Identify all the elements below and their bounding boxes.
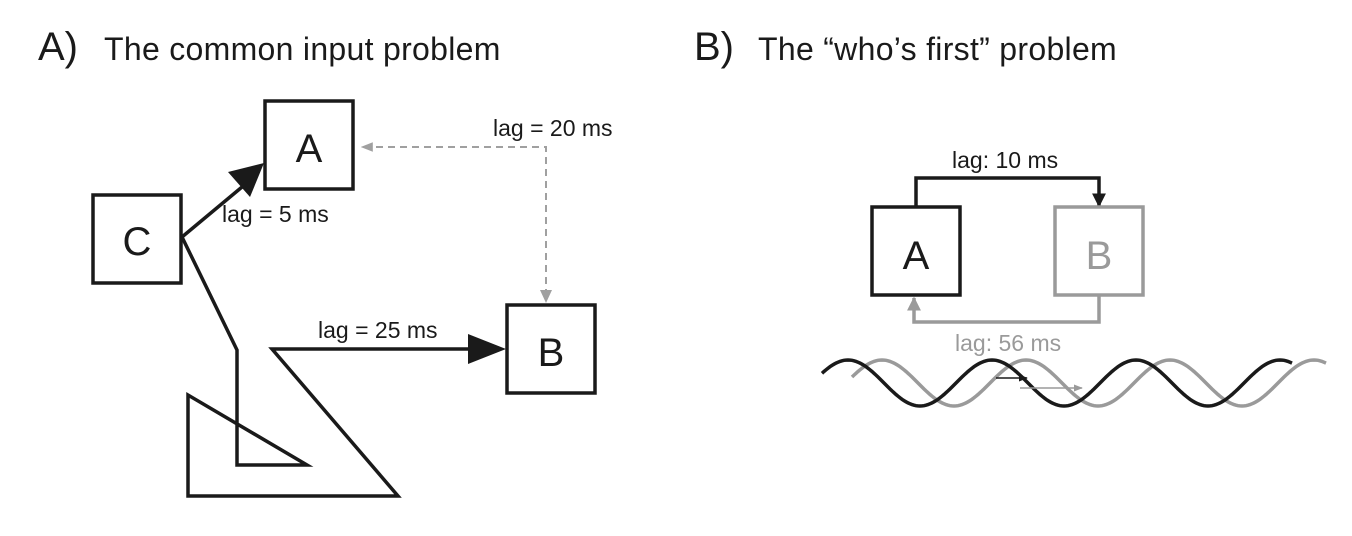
- panel-a: A) The common input problem A C B lag = …: [38, 25, 613, 498]
- node-b-panel-b-label: B: [1086, 234, 1113, 278]
- lag-label-c-to-b: lag = 25 ms: [318, 317, 438, 343]
- edge-a-to-b: [914, 176, 1106, 208]
- edge-b-to-a-dashed-arrowhead-bottom: [540, 290, 552, 303]
- panel-b-letter: B): [694, 25, 734, 69]
- edge-c-to-a: [180, 185, 244, 239]
- node-a-panel-b: [870, 205, 962, 297]
- lag-label-b-to-a: lag = 20 ms: [493, 115, 613, 141]
- node-c-label: C: [123, 220, 152, 264]
- lag-label-c-to-a: lag = 5 ms: [222, 201, 329, 227]
- edge-b-to-a: [907, 295, 1101, 324]
- node-a-panel-b-label: A: [903, 234, 930, 278]
- panel-b-title: The “who’s first” problem: [758, 31, 1117, 67]
- brain-outline-shape: [180, 236, 470, 498]
- lag-label-a-to-b: lag: 10 ms: [952, 147, 1058, 173]
- panel-b: B) The “who’s first” problem A B lag: 10…: [694, 25, 1327, 408]
- oscillation-wave-b: [850, 358, 1327, 408]
- panel-a-letter: A): [38, 25, 78, 69]
- node-b-panel-b: [1053, 205, 1145, 297]
- edge-b-to-a-dashed: [360, 142, 547, 296]
- node-b: [505, 303, 597, 395]
- node-c: [91, 193, 183, 285]
- edge-c-to-b-arrowhead: [468, 334, 506, 364]
- node-a: [263, 99, 355, 191]
- edge-c-to-a-arrowhead: [228, 163, 264, 197]
- node-b-label: B: [538, 331, 565, 375]
- lag-label-b-to-a-panel-b: lag: 56 ms: [955, 330, 1061, 356]
- panel-a-title: The common input problem: [104, 31, 501, 67]
- oscillation-wave-a: [820, 358, 1293, 408]
- node-a-label: A: [296, 127, 323, 171]
